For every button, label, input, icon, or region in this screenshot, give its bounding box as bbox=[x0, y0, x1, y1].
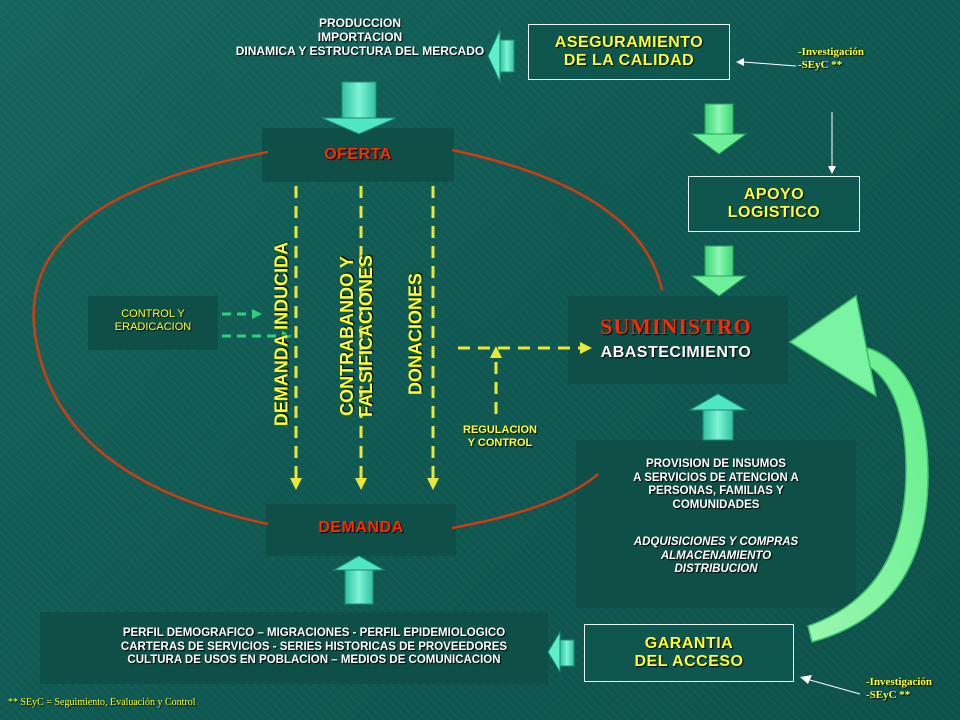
ellipse-left-arc bbox=[32, 150, 269, 526]
mercado-line: PRODUCCION bbox=[318, 16, 401, 30]
adquisiciones-line: ADQUISICIONES Y COMPRAS bbox=[633, 536, 799, 548]
arrow-up-demanda bbox=[332, 555, 386, 605]
perfil-line: PERFIL DEMOGRAFICO – MIGRACIONES - PERFI… bbox=[122, 627, 506, 639]
donaciones-label: DONACIONES bbox=[405, 272, 426, 396]
mercado-line: IMPORTACION bbox=[317, 30, 403, 45]
garantia-box: GARANTIA DEL ACCESO bbox=[584, 624, 794, 682]
mercado-line: DINAMICA Y ESTRUCTURA DEL MERCADO bbox=[235, 44, 485, 59]
demanda-label: DEMANDA bbox=[318, 519, 404, 536]
ellipse-right-arc-bottom bbox=[451, 473, 599, 530]
aseguramiento-box: ASEGURAMIENTO DE LA CALIDAD bbox=[528, 24, 730, 80]
regulacion-text: REGULACION Y CONTROL bbox=[440, 424, 560, 450]
garantia-line: DEL ACCESO bbox=[634, 653, 744, 670]
panel-provision bbox=[576, 440, 856, 608]
panel-control bbox=[88, 296, 218, 350]
regulacion-line: Y CONTROL bbox=[467, 436, 533, 449]
adquisiciones-line: ALMACENAMIENTO bbox=[660, 549, 772, 562]
note-top: -Investigación -SEyC ** bbox=[798, 46, 864, 72]
provision-line: PERSONAS, FAMILIAS Y bbox=[648, 485, 784, 498]
panel-demanda bbox=[266, 504, 456, 556]
note-line: -Investigación bbox=[798, 46, 864, 58]
vertical-line: CONTRABANDO Y bbox=[337, 256, 358, 416]
provision-line: COMUNIDADES bbox=[672, 498, 760, 511]
arrow-up-suministro bbox=[688, 393, 748, 441]
perfil-line: CULTURA DE USOS EN POBLACION – MEDIOS DE… bbox=[127, 654, 501, 667]
vertical-line: DEMANDA INDUCIDA bbox=[271, 241, 292, 427]
dashed-arrowheads bbox=[290, 342, 592, 490]
perfil-line: CARTERAS DE SERVICIOS - SERIES HISTORICA… bbox=[120, 640, 508, 653]
provision-line: PROVISION DE INSUMOS bbox=[646, 458, 786, 470]
garantia-line: GARANTIA bbox=[644, 635, 734, 652]
footnote: ** SEyC = Seguimiento, Evaluación y Cont… bbox=[8, 697, 196, 708]
curved-arrow-head bbox=[788, 294, 878, 398]
mercado-text: PRODUCCION IMPORTACION DINAMICA Y ESTRUC… bbox=[190, 16, 530, 58]
abastecimiento-label: ABASTECIMIENTO bbox=[600, 344, 752, 361]
adquisiciones-text: ADQUISICIONES Y COMPRAS ALMACENAMIENTO D… bbox=[586, 536, 846, 577]
perfil-text: PERFIL DEMOGRAFICO – MIGRACIONES - PERFI… bbox=[40, 627, 588, 668]
arrow-left-top bbox=[487, 29, 515, 83]
adquisiciones-line: DISTRIBUCION bbox=[674, 563, 758, 576]
aseguramiento-line: ASEGURAMIENTO bbox=[554, 34, 704, 51]
curved-return-arrow bbox=[807, 347, 929, 643]
control-text: CONTROL Y ERADICACION bbox=[88, 308, 218, 334]
note-line: -Investigación bbox=[866, 676, 932, 688]
regulacion-line: REGULACION bbox=[463, 424, 537, 436]
vertical-line: DONACIONES bbox=[405, 272, 426, 396]
contrabando-label: CONTRABANDO Y FALSIFICACIONES bbox=[337, 254, 376, 418]
vertical-line: FALSIFICACIONES bbox=[356, 254, 376, 418]
suministro-label: SUMINISTRO bbox=[600, 314, 752, 339]
ellipse-right-arc bbox=[451, 148, 664, 291]
provision-line: A SERVICIOS DE ATENCION A bbox=[633, 471, 799, 484]
aseguramiento-line: DE LA CALIDAD bbox=[563, 52, 695, 69]
arrow-down-oferta bbox=[321, 81, 397, 135]
note-line: -SEyC ** bbox=[798, 58, 843, 71]
panel-bottom-text bbox=[40, 612, 548, 684]
arrow-down-apoyo bbox=[690, 103, 748, 155]
arrow-down-suministro bbox=[690, 245, 748, 297]
apoyo-line: APOYO bbox=[743, 186, 805, 203]
control-line: ERADICACION bbox=[114, 320, 192, 333]
note-line: -SEyC ** bbox=[866, 688, 911, 701]
apoyo-box: APOYO LOGISTICO bbox=[688, 176, 860, 232]
arrow-left-bottom bbox=[547, 630, 575, 674]
apoyo-line: LOGISTICO bbox=[727, 204, 821, 221]
oferta-label: OFERTA bbox=[324, 146, 392, 163]
panel-suministro bbox=[568, 296, 788, 384]
note-bottom: -Investigación -SEyC ** bbox=[866, 676, 932, 702]
demanda-inducida-label: DEMANDA INDUCIDA bbox=[271, 241, 292, 427]
control-line: CONTROL Y bbox=[121, 308, 185, 320]
provision-text: PROVISION DE INSUMOS A SERVICIOS DE ATEN… bbox=[586, 458, 846, 512]
panel-oferta bbox=[262, 128, 454, 182]
